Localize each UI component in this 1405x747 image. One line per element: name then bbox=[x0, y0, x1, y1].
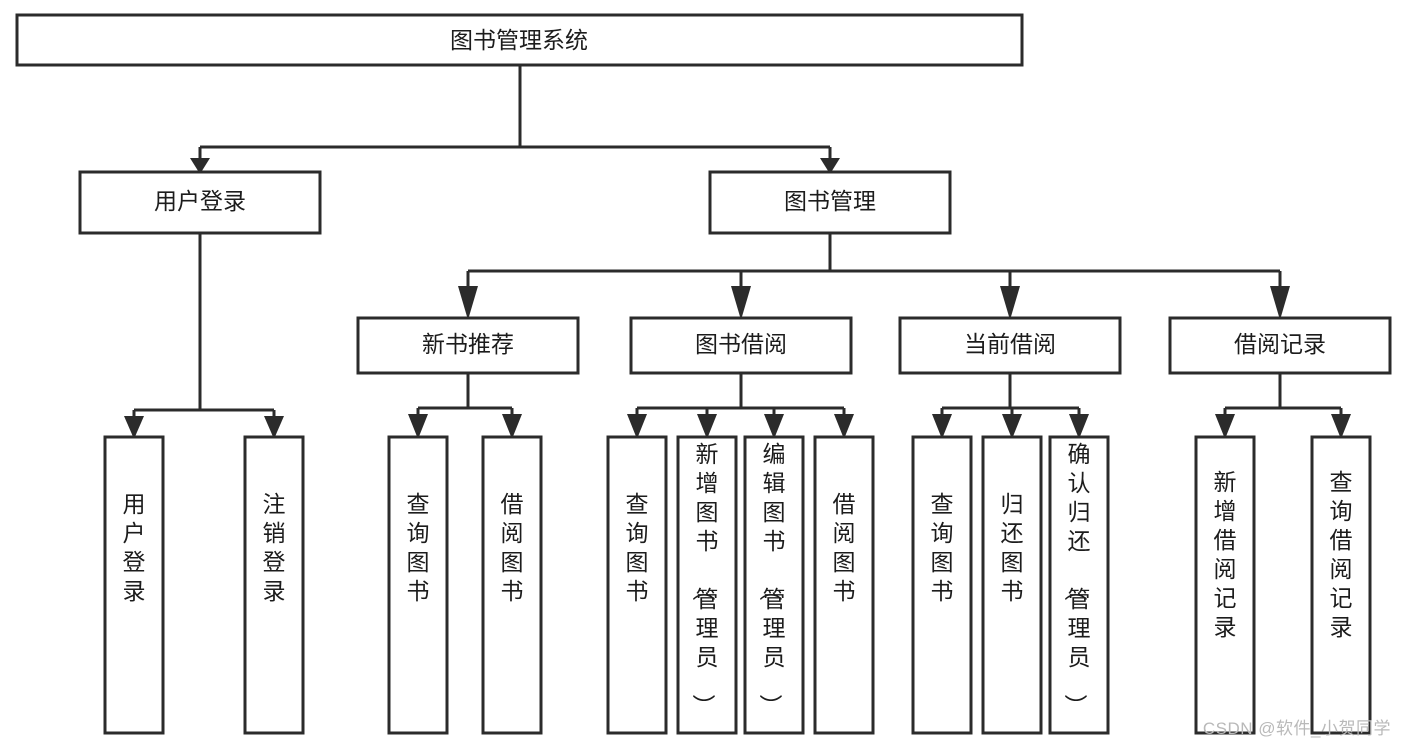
node-leaf-return-book-label: 归还图书 bbox=[1001, 491, 1024, 604]
node-user-login-box[interactable] bbox=[78, 170, 322, 235]
node-leaf-confirm-return-admin[interactable]: 确认归还（管理员） bbox=[1048, 435, 1110, 735]
node-leaf-logout-box[interactable] bbox=[243, 435, 305, 735]
node-leaf-query-borrow-record-box[interactable] bbox=[1310, 435, 1372, 735]
node-leaf-query-borrow-record-label: 查询借阅记录 bbox=[1330, 469, 1353, 640]
node-leaf-borrow-book-2-box[interactable] bbox=[813, 435, 875, 735]
node-new-book-recommend-box[interactable] bbox=[356, 316, 580, 375]
node-book-management-box[interactable] bbox=[708, 170, 952, 235]
node-leaf-borrow-book-2-label: 借阅图书 bbox=[833, 491, 856, 604]
arrowhead-l2-3 bbox=[1000, 286, 1020, 320]
arrowhead-mgmt bbox=[820, 158, 840, 174]
node-leaf-add-book-admin-box[interactable] bbox=[676, 435, 738, 735]
node-leaf-query-book-1-box[interactable] bbox=[387, 435, 449, 735]
node-leaf-borrow-book-1-box[interactable] bbox=[481, 435, 543, 735]
node-book-borrow-label: 图书借阅 bbox=[695, 331, 787, 357]
node-leaf-query-book-3-label: 查询图书 bbox=[931, 491, 954, 604]
node-book-borrow[interactable]: 图书借阅 bbox=[629, 316, 853, 375]
node-leaf-return-book-box[interactable] bbox=[981, 435, 1043, 735]
node-user-login[interactable]: 用户登录 bbox=[78, 170, 322, 235]
connector-group bbox=[124, 65, 1351, 439]
node-leaf-edit-book-admin-box[interactable] bbox=[743, 435, 805, 735]
node-user-login-label: 用户登录 bbox=[154, 188, 246, 214]
node-leaf-confirm-return-admin-box[interactable] bbox=[1048, 435, 1110, 735]
arrowhead-leaf-5 bbox=[627, 414, 647, 439]
node-leaf-query-book-2[interactable]: 查询图书 bbox=[606, 435, 668, 735]
arrowhead-l2-2 bbox=[731, 286, 751, 320]
node-leaf-query-book-3[interactable]: 查询图书 bbox=[911, 435, 973, 735]
node-leaf-borrow-book-1[interactable]: 借阅图书 bbox=[481, 435, 543, 735]
node-book-management-label: 图书管理 bbox=[784, 188, 876, 214]
node-leaf-query-book-2-box[interactable] bbox=[606, 435, 668, 735]
node-current-borrow-label: 当前借阅 bbox=[964, 331, 1056, 357]
arrowhead-leaf-8 bbox=[834, 414, 854, 439]
node-leaf-logout-label: 注销登录 bbox=[263, 491, 286, 604]
arrowhead-l2-1 bbox=[458, 286, 478, 320]
arrowhead-leaf-12 bbox=[1215, 414, 1235, 439]
node-leaf-edit-book-admin-label: 编辑图书（管理员） bbox=[758, 441, 786, 717]
node-leaf-user-login-box[interactable] bbox=[103, 435, 165, 735]
node-current-borrow[interactable]: 当前借阅 bbox=[898, 316, 1122, 375]
arrowhead-leaf-11 bbox=[1069, 414, 1089, 439]
node-root[interactable]: 图书管理系统 bbox=[15, 13, 1024, 67]
node-leaf-query-borrow-record[interactable]: 查询借阅记录 bbox=[1310, 435, 1372, 735]
node-new-book-recommend[interactable]: 新书推荐 bbox=[356, 316, 580, 375]
node-book-borrow-box[interactable] bbox=[629, 316, 853, 375]
node-leaf-return-book[interactable]: 归还图书 bbox=[981, 435, 1043, 735]
node-leaf-add-book-admin-label: 新增图书（管理员） bbox=[691, 441, 719, 717]
arrowhead-l2-4 bbox=[1270, 286, 1290, 320]
node-root-box[interactable] bbox=[15, 13, 1024, 67]
node-leaf-user-login-label: 用户登录 bbox=[123, 491, 146, 604]
arrowhead-leaf-10 bbox=[1002, 414, 1022, 439]
arrowhead-leaf-6 bbox=[697, 414, 717, 439]
node-borrow-record-box[interactable] bbox=[1168, 316, 1392, 375]
node-root-label: 图书管理系统 bbox=[450, 27, 588, 53]
node-leaf-query-book-1-label: 查询图书 bbox=[407, 491, 430, 604]
node-leaf-add-borrow-record[interactable]: 新增借阅记录 bbox=[1194, 435, 1256, 735]
node-leaf-add-borrow-record-label: 新增借阅记录 bbox=[1214, 469, 1237, 640]
node-leaf-query-book-1[interactable]: 查询图书 bbox=[387, 435, 449, 735]
node-leaf-user-login[interactable]: 用户登录 bbox=[103, 435, 165, 735]
arrowhead-leaf-9 bbox=[932, 414, 952, 439]
arrowhead-leaf-2 bbox=[264, 416, 284, 439]
node-leaf-query-book-2-label: 查询图书 bbox=[626, 491, 649, 604]
node-leaf-edit-book-admin[interactable]: 编辑图书（管理员） bbox=[743, 435, 805, 735]
arrowhead-leaf-7 bbox=[764, 414, 784, 439]
node-book-management[interactable]: 图书管理 bbox=[708, 170, 952, 235]
node-leaf-confirm-return-admin-label: 确认归还（管理员） bbox=[1063, 441, 1091, 717]
node-current-borrow-box[interactable] bbox=[898, 316, 1122, 375]
node-leaf-borrow-book-2[interactable]: 借阅图书 bbox=[813, 435, 875, 735]
arrowhead-leaf-13 bbox=[1331, 414, 1351, 439]
node-leaf-add-borrow-record-box[interactable] bbox=[1194, 435, 1256, 735]
node-borrow-record[interactable]: 借阅记录 bbox=[1168, 316, 1392, 375]
node-leaf-add-book-admin[interactable]: 新增图书（管理员） bbox=[676, 435, 738, 735]
arrowhead-login bbox=[190, 158, 210, 174]
node-new-book-recommend-label: 新书推荐 bbox=[422, 331, 514, 357]
node-leaf-logout[interactable]: 注销登录 bbox=[243, 435, 305, 735]
node-leaf-query-book-3-box[interactable] bbox=[911, 435, 973, 735]
node-leaf-borrow-book-1-label: 借阅图书 bbox=[501, 491, 524, 604]
node-borrow-record-label: 借阅记录 bbox=[1234, 331, 1326, 357]
arrowhead-leaf-1 bbox=[124, 416, 144, 439]
arrowhead-leaf-4 bbox=[502, 414, 522, 439]
arrowhead-leaf-3 bbox=[408, 414, 428, 439]
